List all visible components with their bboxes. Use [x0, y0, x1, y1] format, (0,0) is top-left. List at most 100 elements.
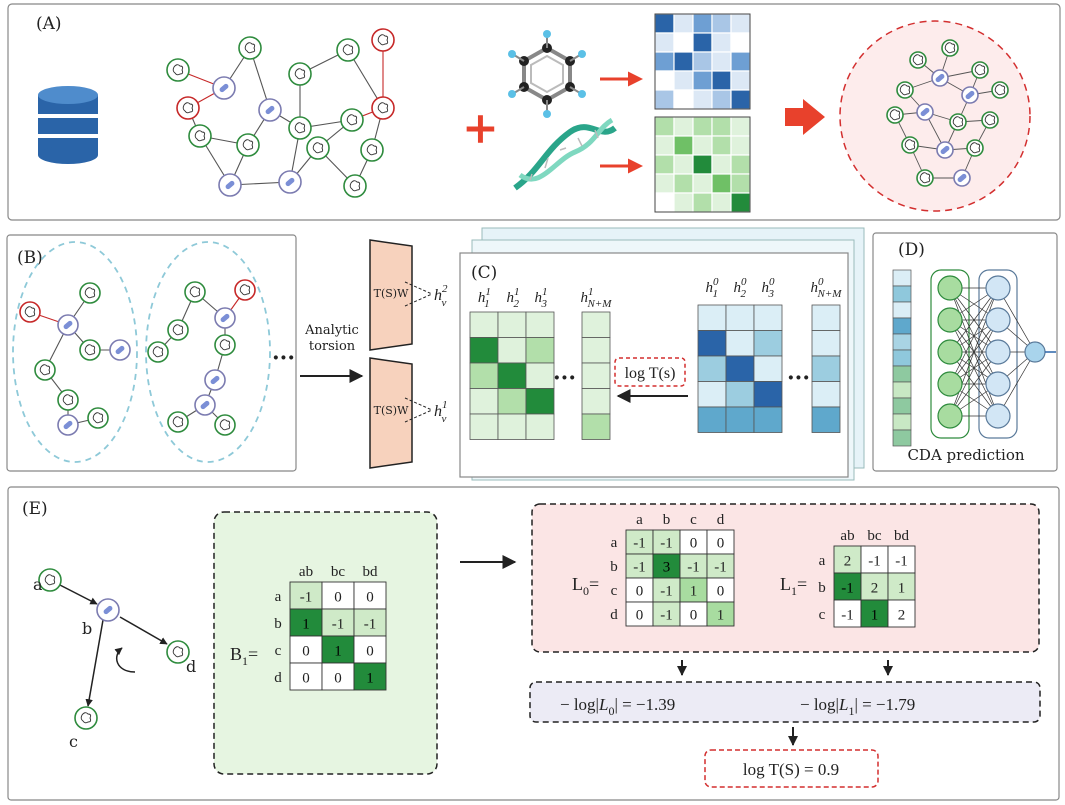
svg-text:b: b: [274, 616, 282, 632]
svg-text:0: 0: [690, 535, 698, 551]
svg-text:d: d: [717, 512, 725, 528]
simplicial-graph: a b c d: [33, 568, 196, 751]
green-feature-matrix: [469, 311, 611, 440]
svg-text:-1: -1: [332, 616, 345, 632]
svg-text:-1: -1: [633, 559, 646, 575]
circrna-node: [214, 307, 236, 329]
svg-text:Analytic: Analytic: [304, 323, 359, 338]
blue-feature-matrix: [697, 304, 841, 433]
svg-text:1: 1: [871, 607, 879, 623]
svg-text:c: c: [819, 607, 826, 623]
svg-text:h1v: h1v: [434, 399, 448, 425]
svg-text:-1: -1: [660, 583, 673, 599]
svg-text:c: c: [69, 732, 78, 751]
disease-node: [886, 106, 904, 124]
determinant-box: [529, 681, 1041, 723]
svg-text:0: 0: [334, 589, 342, 605]
panel-a-label: (A): [36, 14, 62, 34]
input-vector: [892, 269, 912, 447]
svg-text:0: 0: [334, 670, 342, 686]
subgraph-ellipse-2: [145, 241, 271, 463]
svg-text:h1N+M: h1N+M: [581, 286, 613, 310]
disease-node: [371, 28, 395, 52]
log-t-s-box: log T(s): [614, 357, 686, 387]
svg-text:1: 1: [690, 583, 698, 599]
circrna-node: [57, 414, 79, 436]
svg-text:2: 2: [844, 553, 852, 569]
circrna-node: [936, 141, 954, 159]
svg-text:bc: bc: [331, 564, 346, 580]
svg-text:2: 2: [898, 607, 906, 623]
circrna-node: [258, 98, 282, 122]
svg-text:1: 1: [898, 580, 906, 596]
database-icon: [38, 86, 98, 164]
disease-node: [336, 38, 360, 62]
panel-d: (D) CDA prediction: [872, 232, 1058, 472]
svg-text:bd: bd: [894, 528, 910, 544]
circrna-node: [953, 169, 971, 187]
disease-node: [74, 706, 98, 730]
circrna-node: [212, 76, 236, 100]
disease-node: [288, 116, 312, 140]
disease-node: [343, 174, 367, 198]
svg-text:-1: -1: [895, 553, 908, 569]
cda-prediction-label: CDA prediction: [907, 446, 1024, 464]
molecule-icon: [508, 30, 586, 118]
circrna-node: [204, 369, 226, 391]
svg-text:-1: -1: [364, 616, 377, 632]
svg-text:bc: bc: [867, 528, 882, 544]
circrna-node: [916, 103, 934, 121]
disease-node: [214, 414, 236, 436]
panel-b-label: (B): [17, 248, 43, 268]
svg-text:h01: h01: [706, 276, 720, 300]
svg-text:0: 0: [302, 670, 310, 686]
svg-text:0: 0: [302, 643, 310, 659]
result-network: [839, 20, 1031, 212]
green-similarity-matrix: [654, 116, 751, 213]
svg-text:-1: -1: [660, 607, 673, 623]
svg-text:0: 0: [717, 535, 725, 551]
svg-text:-1: -1: [687, 559, 700, 575]
ellipsis-c-left: ···: [553, 365, 576, 391]
disease-node: [167, 319, 189, 341]
svg-text:0: 0: [366, 643, 374, 659]
svg-text:h13: h13: [535, 286, 548, 310]
disease-node: [306, 136, 330, 160]
svg-text:c: c: [690, 512, 697, 528]
svg-text:1: 1: [302, 616, 310, 632]
disease-node: [896, 81, 914, 99]
svg-text:b: b: [818, 580, 826, 596]
panel-e-label: (E): [22, 499, 48, 519]
svg-text:0: 0: [636, 607, 644, 623]
disease-node: [79, 282, 101, 304]
disease-node: [19, 301, 41, 323]
circrna-node: [961, 86, 979, 104]
svg-text:T(S)W: T(S)W: [374, 404, 409, 417]
disease-node: [340, 108, 364, 132]
disease-node: [147, 341, 169, 363]
svg-text:1: 1: [717, 607, 725, 623]
neg-log-l1: − log|L1| = −1.79: [800, 695, 915, 718]
neural-network: [930, 269, 1056, 439]
disease-node: [79, 339, 101, 361]
circrna-node: [57, 314, 79, 336]
svg-text:d: d: [186, 657, 196, 676]
svg-text:b: b: [663, 512, 671, 528]
svg-text:-1: -1: [660, 535, 673, 551]
svg-text:d: d: [610, 607, 618, 623]
panel-b: (B) ···: [6, 234, 297, 472]
result-box: [704, 749, 879, 788]
disease-node: [901, 136, 919, 154]
network-graph-a: [166, 28, 395, 198]
blue-similarity-matrix: [654, 13, 751, 110]
disease-node: [916, 169, 934, 187]
circrna-node: [194, 394, 216, 416]
disease-node: [166, 58, 190, 82]
disease-node: [971, 61, 989, 79]
svg-text:3: 3: [663, 559, 671, 575]
